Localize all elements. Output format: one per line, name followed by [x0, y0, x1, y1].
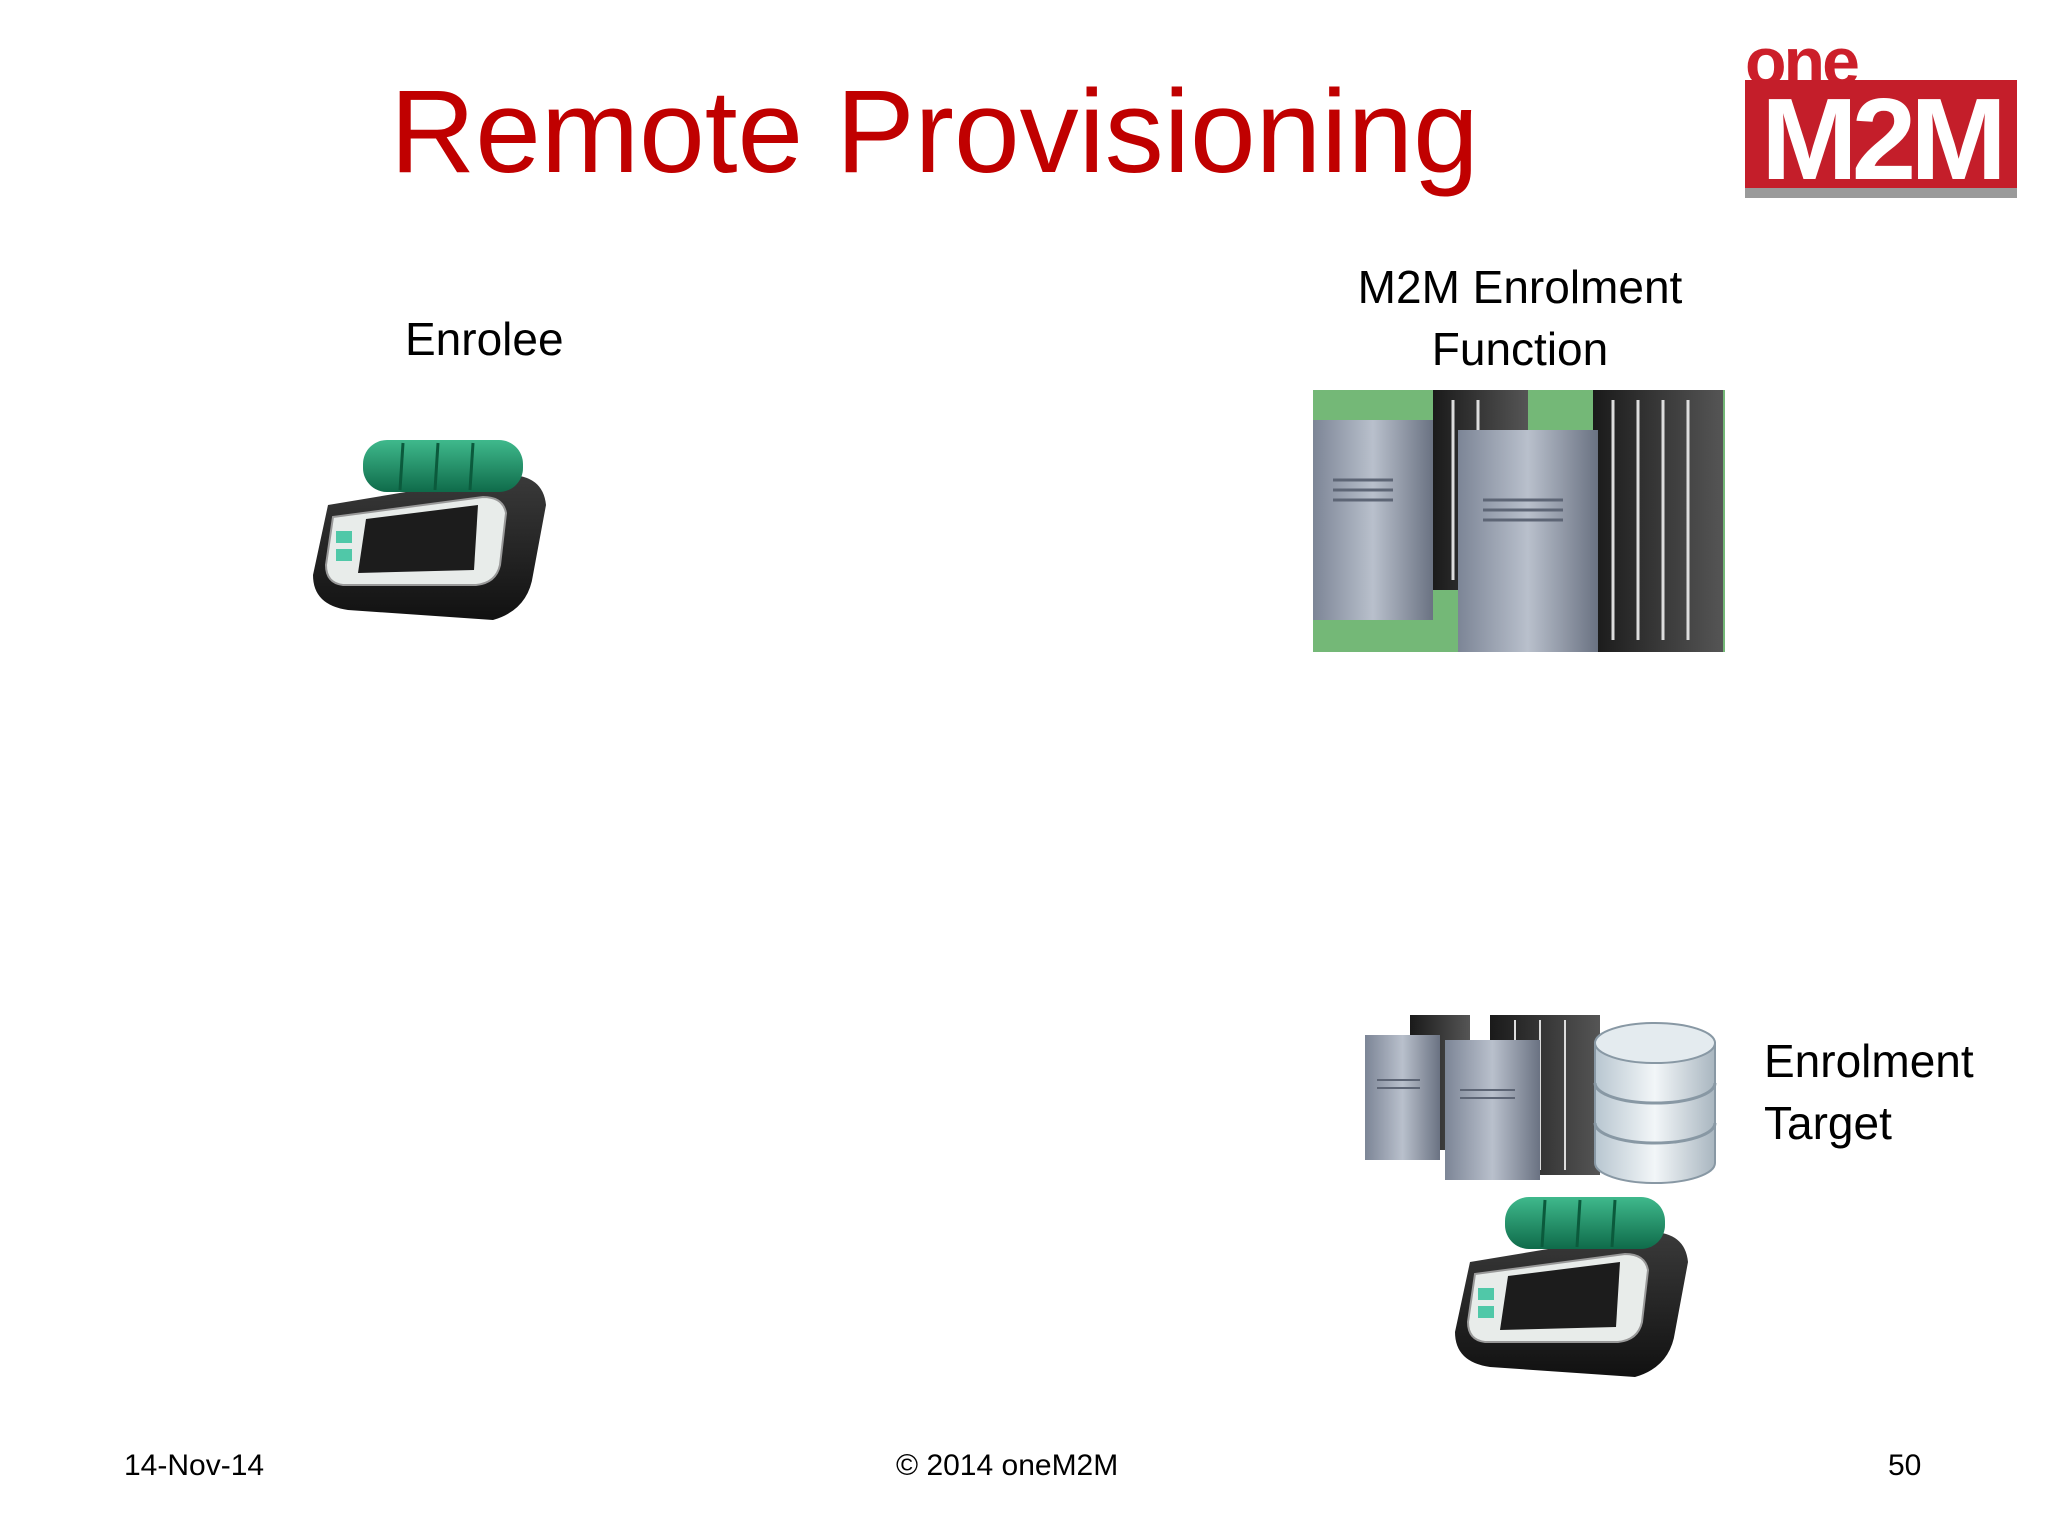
enrolment-function-label-line1: M2M Enrolment [1357, 261, 1683, 313]
enrolment-target-label-line2: Target [1764, 1097, 1892, 1149]
enrolment-function-label-line2: Function [1431, 323, 1609, 375]
footer-copyright: © 2014 oneM2M [896, 1449, 1119, 1482]
enrolment-target-label-line1: Enrolment [1764, 1035, 1974, 1087]
logo-m2m-text: M2M [1745, 80, 2017, 196]
server-rack-icon [1313, 390, 1723, 652]
slide-number: 50 [1888, 1449, 1922, 1482]
logo-underline [1745, 188, 2017, 198]
database-icon [1593, 1022, 1717, 1184]
slide-title: Remote Provisioning [390, 66, 1479, 198]
enrolment-function-label: M2M Enrolment Function [1340, 256, 1700, 380]
handheld-device-icon [313, 440, 546, 620]
enrolment-target-label: Enrolment Target [1764, 1030, 1974, 1154]
enrolee-label: Enrolee [405, 313, 564, 365]
handheld-device-icon [1455, 1197, 1688, 1377]
onem2m-logo: one M2M [1745, 28, 2017, 198]
footer-date: 14-Nov-14 [124, 1449, 265, 1482]
server-rack-icon [1365, 1015, 1600, 1180]
enrolment-function-image [1313, 390, 1725, 652]
